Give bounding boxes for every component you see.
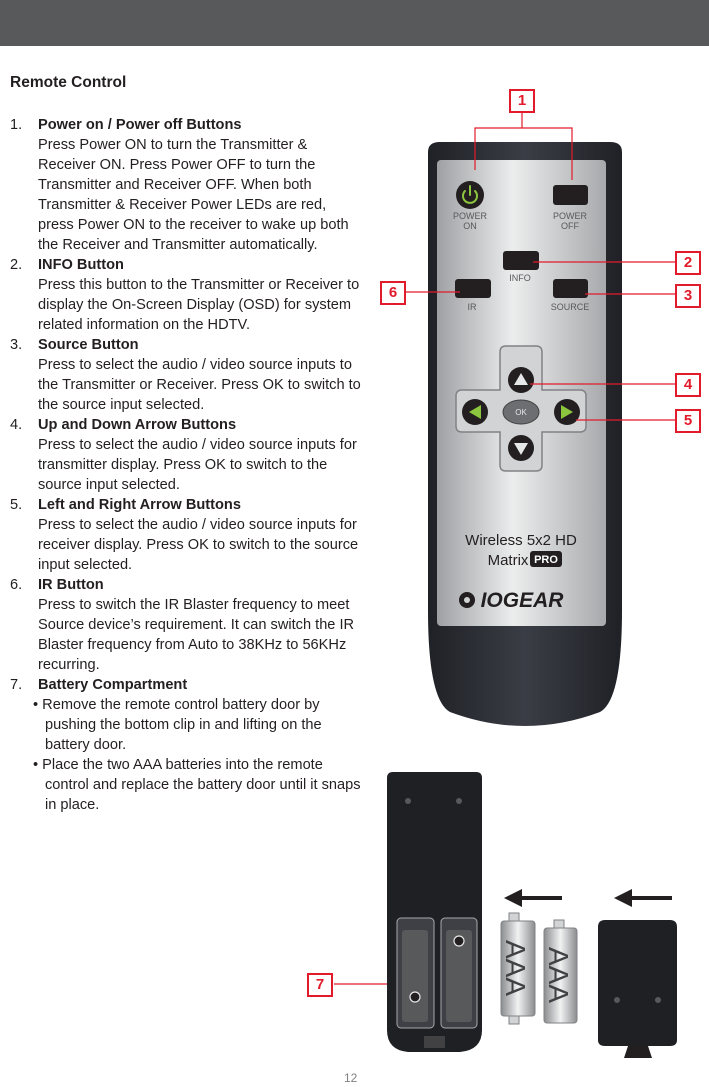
item-heading: Up and Down Arrow Buttons (38, 417, 237, 433)
page-number: 12 (344, 1071, 358, 1085)
polarity-icon (409, 935, 465, 1003)
info-button[interactable] (503, 251, 539, 270)
info-label: INFO (509, 273, 531, 283)
iogear-logo-dot (464, 597, 470, 603)
item-body: Press to select the audio / video source… (38, 357, 361, 413)
battery-cap (553, 919, 565, 929)
brand-line-2: Matrix (488, 552, 529, 569)
item-heading: Power on / Power off Buttons (38, 117, 242, 133)
item-number: 7. (10, 677, 23, 693)
battery-cap (508, 912, 520, 922)
power-off-button[interactable] (553, 185, 588, 205)
section-title: Remote Control (10, 74, 127, 91)
power-off-label-line: OFF (561, 221, 579, 231)
ir-button[interactable] (455, 279, 491, 298)
bullet-item: • Remove the remote control battery door… (33, 697, 322, 753)
ok-button[interactable] (502, 399, 540, 425)
list-item: 6. IR Button Press to switch the IR Blas… (10, 575, 365, 675)
item-body: Press to select the audio / video source… (38, 437, 357, 493)
item-number: 3. (10, 337, 23, 353)
battery-in-slot (402, 930, 428, 1022)
screw-hole (614, 997, 620, 1003)
battery-clip (424, 1036, 445, 1048)
battery-door-clip (624, 1046, 652, 1058)
down-arrow-icon (514, 443, 528, 455)
item-number: 2. (10, 257, 23, 273)
item-number: 6. (10, 577, 23, 593)
callout-7: 7 (307, 973, 333, 997)
brand-pro-badge (530, 551, 562, 567)
iogear-logo-text: IOGEAR (481, 589, 565, 612)
insert-arrow-icon (614, 889, 672, 907)
item-heading: IR Button (38, 577, 104, 593)
battery-in-slot (446, 930, 472, 1022)
item-number: 4. (10, 417, 23, 433)
callout-2: 2 (675, 251, 701, 275)
list-item: 2. INFO Button Press this button to the … (10, 255, 365, 335)
brand-pro-label: PRO (534, 554, 558, 566)
screw-hole (405, 798, 411, 804)
callout-1: 1 (509, 89, 535, 113)
item-body: Press Power ON to turn the Transmitter &… (38, 137, 349, 253)
item-heading: Source Button (38, 337, 139, 353)
instructions-list: 1. Power on / Power off Buttons Press Po… (10, 115, 365, 815)
ir-label: IR (468, 302, 478, 312)
power-off-label-line: POWER (553, 211, 588, 221)
callout-leaders (334, 112, 677, 985)
item-body: Press to select the audio / video source… (38, 517, 359, 573)
header-bar (0, 0, 709, 46)
callout-4: 4 (675, 373, 701, 397)
power-on-label-line: ON (463, 221, 477, 231)
list-item: 1. Power on / Power off Buttons Press Po… (10, 115, 365, 255)
aaa-battery (543, 927, 578, 1024)
item-body: Press to switch the IR Blaster frequency… (38, 597, 355, 673)
callout-3: 3 (675, 284, 701, 308)
up-arrow-icon (514, 373, 528, 385)
item-number: 1. (10, 117, 23, 133)
item-heading: Left and Right Arrow Buttons (38, 497, 241, 513)
item-body: Press this button to the Transmitter or … (38, 277, 360, 333)
list-item: 7. Battery Compartment (10, 675, 365, 695)
list-item: 3. Source Button Press to select the aud… (10, 335, 365, 415)
callout-5: 5 (675, 409, 701, 433)
callout-6: 6 (380, 281, 406, 305)
brand-line-1: Wireless 5x2 HD (465, 532, 577, 549)
item-heading: INFO Button (38, 257, 124, 273)
ok-label: OK (515, 408, 527, 417)
left-arrow-icon (469, 405, 481, 419)
screw-hole (655, 997, 661, 1003)
source-label: SOURCE (551, 302, 590, 312)
item-heading: Battery Compartment (38, 677, 188, 693)
right-arrow-icon (561, 405, 573, 419)
battery-base (508, 1015, 520, 1025)
battery-door (598, 920, 677, 1046)
bullet-item: • Place the two AAA batteries into the r… (33, 757, 361, 813)
screw-hole (456, 798, 462, 804)
list-item: 4. Up and Down Arrow Buttons Press to se… (10, 415, 365, 495)
insert-arrow-icon (504, 889, 562, 907)
source-button[interactable] (553, 279, 588, 298)
item-number: 5. (10, 497, 23, 513)
battery-label: AAA (543, 947, 574, 1003)
battery-label: AAA (500, 940, 531, 996)
list-item: 5. Left and Right Arrow Buttons Press to… (10, 495, 365, 575)
power-icon (462, 185, 478, 204)
power-on-label-line: POWER (453, 211, 488, 221)
